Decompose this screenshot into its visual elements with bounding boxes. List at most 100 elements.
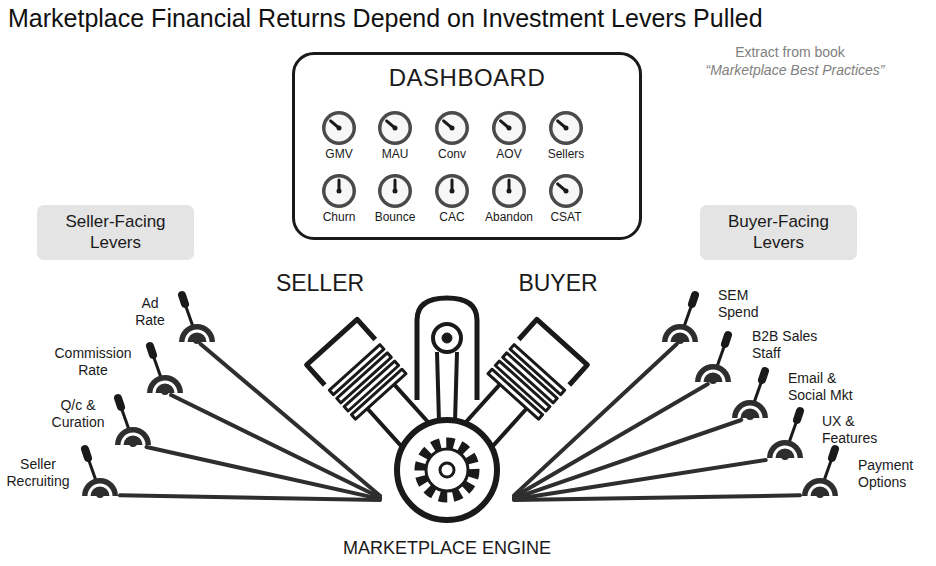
gauge-rim [549,174,583,208]
lever-pivot [746,412,754,420]
gauge-label: MAU [367,147,423,161]
group-heading: Seller-Facing Levers [49,211,182,254]
dashboard-panel: DASHBOARD GMVMAUConvAOVSellersChurnBounce… [292,52,642,240]
gauge-rim [322,174,356,208]
gauge-hub [507,189,512,194]
lever-control: Q/c & Curation [113,421,153,447]
lever-grip [762,371,765,380]
lever-control: B2B Sales Staff [693,358,733,384]
gauge-hub [337,189,342,194]
gauge-label: Bounce [367,210,423,224]
gauge-face-inner [326,115,353,142]
lever-linkage [201,344,380,496]
lever-pivot [816,490,824,498]
gauge-face-inner [553,115,580,142]
lever-linkage [514,420,741,498]
lever-symbol [800,472,840,498]
lever-pivot [161,387,169,395]
piston-body [417,298,477,400]
lever-label: Email & Social Mkt [788,370,868,404]
lever-grip [797,411,800,420]
lever-label: UX & Features [822,413,892,447]
gauge-hub [393,126,398,131]
lever-linkage [147,447,381,499]
group-heading: Buyer-Facing Levers [712,211,845,254]
lever-grip [182,295,185,304]
gauge-face-inner [382,115,409,142]
gauge-face-inner [439,115,466,142]
lever-label: Commission Rate [50,345,136,379]
lever-pivot [709,376,717,384]
lever-symbol [113,421,153,447]
gauge-face [481,110,537,146]
gauge-dial: Churn [311,173,367,227]
cylinder-head [307,319,376,385]
lever-grip [832,449,835,458]
lever-label: B2B Sales Staff [752,328,827,362]
crank-gear [397,420,497,520]
gauge-face [311,173,367,209]
cylinder-fin [488,369,543,419]
gauge-face-inner [496,115,523,142]
gauge-rim [378,174,412,208]
lever-symbol [660,318,700,344]
lever-linkage [514,344,677,495]
book-title: “Marketplace Best Practices” [700,62,890,78]
gauge-label: AOV [481,147,537,161]
gauge-face-inner [382,178,409,205]
lever-control: Email & Social Mkt [730,394,770,420]
connecting-rod [437,352,457,422]
gauge-label: Churn [311,210,367,224]
panel-heading: DASHBOARD [295,64,639,92]
gauge-dial: Bounce [367,173,423,227]
lever-pivot [781,452,789,460]
gauge-face [424,110,480,146]
gauge-face [424,173,480,209]
gauge-hub [507,126,512,131]
lever-control: SEM Spend [660,318,700,344]
gauge-rim [492,111,526,145]
gauge-face [311,110,367,146]
gauge-face-inner [326,178,353,205]
gear-body [426,449,468,491]
gauge-hub [450,189,455,194]
piston-pin [433,324,461,352]
gear-teeth [420,443,474,497]
engine-label: MARKETPLACE ENGINE [343,538,551,559]
lever-label: Q/c & Curation [43,397,113,431]
gauge-rim [435,174,469,208]
lever-group-box: Seller-Facing Levers [37,205,194,260]
gauge-face-inner [553,178,580,205]
lever-control: Payment Options [800,472,840,498]
gauge-dial: Sellers [538,110,594,164]
source-note: Extract from book [700,44,880,60]
lever-label: Seller Recruiting [2,456,74,490]
gauge-rim [378,111,412,145]
gauge-face-inner [439,178,466,205]
side-label: SELLER [270,270,370,297]
gauge-face [367,173,423,209]
gauge-label: Conv [424,147,480,161]
gauge-label: CAC [424,210,480,224]
gauge-face-inner [496,178,523,205]
gauge-face [481,173,537,209]
gauge-hub [450,126,455,131]
lever-symbol [693,358,733,384]
side-label: BUYER [508,270,608,297]
cylinder-fin [351,369,406,419]
gauge-face [367,110,423,146]
gauge-hub [564,126,569,131]
gauge-dial: CAC [424,173,480,227]
gauge-rim [435,111,469,145]
gauge-dial: CSAT [538,173,594,227]
lever-linkage [514,495,800,500]
gauge-rim [549,111,583,145]
lever-grip [150,346,153,355]
gauge-dial: GMV [311,110,367,164]
lever-control: Commission Rate [145,369,185,395]
gauge-dial: Abandon [481,173,537,227]
lever-grip [118,398,121,407]
lever-label: SEM Spend [718,287,768,321]
lever-label: Payment Options [858,457,930,491]
